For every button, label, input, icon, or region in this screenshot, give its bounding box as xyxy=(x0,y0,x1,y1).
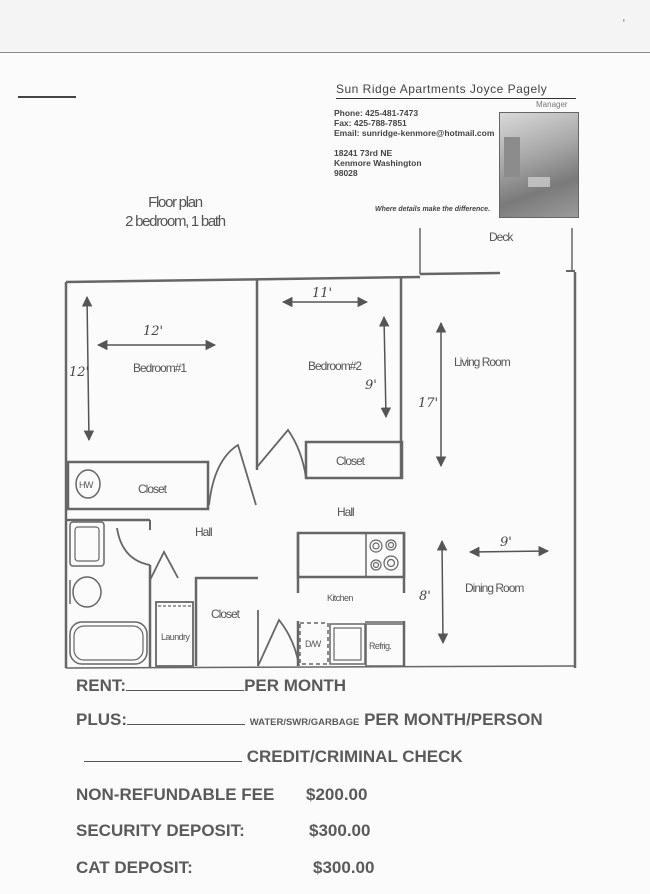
closet-bed1-box xyxy=(66,460,210,511)
manager-label: Manager xyxy=(536,100,568,109)
address: 18241 73rd NE Kenmore Washington 98028 xyxy=(334,148,422,178)
room-label-kitchen: Kitchen xyxy=(327,593,353,603)
dim-living-length: 17' xyxy=(418,396,438,411)
door-swing-bath xyxy=(116,527,151,566)
plus-row: PLUS: WATER/SWR/GARBAGE PER MONTH/PERSON xyxy=(76,710,543,730)
closet-bed2-box xyxy=(304,440,404,480)
room-label-closet-bed2: Closet xyxy=(336,454,366,468)
door-swing-bed2 xyxy=(256,428,307,479)
address-line1: 18241 73rd NE xyxy=(334,148,393,158)
room-label-deck: Deck xyxy=(489,230,514,244)
company-name: Sun Ridge Apartments Joyce Pagely xyxy=(336,84,576,99)
room-label-dining: Dining Room xyxy=(465,581,524,595)
rent-suffix: PER MONTH xyxy=(244,676,347,695)
arrow-dining-length xyxy=(436,539,449,645)
kitchen-sink xyxy=(333,627,362,661)
kitchen-counter-top xyxy=(296,531,406,579)
plus-utilities: WATER/SWR/GARBAGE xyxy=(249,717,360,728)
dishwasher-box xyxy=(299,622,329,665)
rent-blank xyxy=(126,676,245,691)
photo-detail xyxy=(528,177,550,187)
room-label-laundry: Laundry xyxy=(161,632,190,642)
dim-dining-length: 8' xyxy=(419,589,431,604)
manager-photo xyxy=(499,112,579,218)
stove-icon xyxy=(369,539,399,571)
check-blank xyxy=(84,747,242,762)
door-swing-closet xyxy=(257,618,300,667)
property-header: Sun Ridge Apartments Joyce Pagely Manage… xyxy=(330,84,590,219)
title-line2: 2 bedroom, 1 bath xyxy=(125,213,226,230)
arrow-bed2-length xyxy=(378,315,392,419)
dim-bedroom1-length: 12' xyxy=(69,365,89,380)
security-amount: $300.00 xyxy=(309,821,371,840)
cat-label: CAT DEPOSIT: xyxy=(76,858,193,877)
bathtub-inner xyxy=(73,625,144,661)
arrow-dining-width xyxy=(468,545,550,558)
label-refrigerator: Refrig. xyxy=(369,641,391,651)
sink-counter xyxy=(329,623,366,665)
title-line1: Floor plan xyxy=(148,194,203,211)
scan-top-margin xyxy=(0,0,650,53)
room-label-hall-center: Hall xyxy=(337,505,354,519)
dimension-arrows xyxy=(81,295,550,645)
room-label-closet-bed1: Closet xyxy=(138,482,168,496)
wall-north-deck xyxy=(419,271,501,276)
bathtub-icon xyxy=(69,621,148,665)
fee-amount: $200.00 xyxy=(306,785,368,804)
address-line2: Kenmore Washington xyxy=(334,158,422,168)
fee-label: NON-REFUNDABLE FEE xyxy=(76,785,275,804)
label-water-heater: HW xyxy=(79,480,94,490)
address-line3: 98028 xyxy=(334,168,358,178)
plus-label: PLUS: xyxy=(76,710,127,729)
wall-north xyxy=(65,275,421,284)
check-row: CREDIT/CRIMINAL CHECK xyxy=(76,747,463,767)
room-label-living: Living Room xyxy=(454,355,511,369)
room-label-bedroom1: Bedroom#1 xyxy=(133,361,187,375)
plus-suffix: PER MONTH/PERSON xyxy=(364,710,543,729)
cat-amount: $300.00 xyxy=(313,858,375,877)
refrigerator-box xyxy=(365,623,405,667)
room-label-bedroom2: Bedroom#2 xyxy=(308,359,362,373)
door-swing-laundry xyxy=(149,550,179,581)
contact-info: Phone: 425-481-7473 Fax: 425-788-7851 Em… xyxy=(334,108,494,138)
dim-dining-width: 9' xyxy=(500,535,512,550)
check-label: CREDIT/CRIMINAL CHECK xyxy=(246,747,463,766)
arrow-bed1-length xyxy=(81,295,95,442)
plus-blank xyxy=(127,710,245,725)
closet-hall-walls xyxy=(194,576,258,666)
dim-bedroom2-width: 11' xyxy=(312,286,332,301)
security-label: SECURITY DEPOSIT: xyxy=(76,821,245,840)
wall-south xyxy=(65,665,576,669)
rent-label: RENT: xyxy=(76,676,127,695)
room-label-hall-left: Hall xyxy=(195,525,212,539)
water-heater-icon xyxy=(75,469,101,499)
tagline: Where details make the difference. xyxy=(375,206,491,213)
scan-dash xyxy=(18,96,76,98)
dim-bedroom2-length: 9' xyxy=(365,378,377,393)
room-label-closet-hall: Closet xyxy=(211,607,241,621)
photo-detail xyxy=(504,137,520,177)
laundry-box xyxy=(155,601,194,667)
sink-icon xyxy=(69,521,105,567)
rent-row: RENT: PER MONTH xyxy=(76,676,346,696)
label-dishwasher: D/W xyxy=(305,639,322,649)
sink-basin xyxy=(74,526,100,562)
toilet-icon xyxy=(72,576,102,608)
email: Email: sunridge-kenmore@hotmail.com xyxy=(334,128,495,138)
fax: Fax: 425-788-7851 xyxy=(334,118,407,128)
phone: Phone: 425-481-7473 xyxy=(334,108,419,118)
scan-mark: ' xyxy=(623,18,625,28)
dim-bedroom1-width: 12' xyxy=(143,324,163,339)
floor-plan-title: Floor plan 2 bedroom, 1 bath xyxy=(100,193,250,231)
door-swing-bed1 xyxy=(208,443,257,506)
